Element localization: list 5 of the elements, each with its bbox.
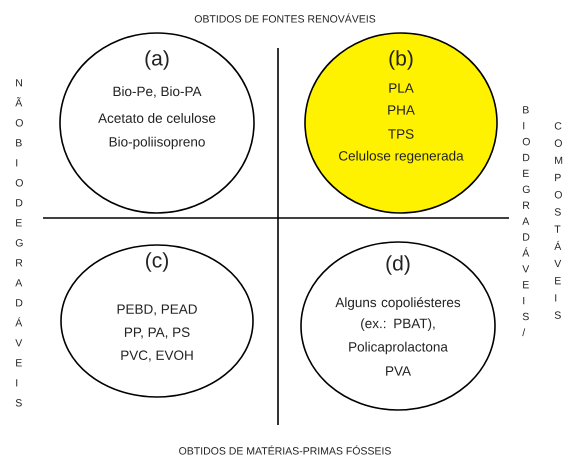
axis-label: OBTIDOS DE FONTES RENOVÁVEIS	[194, 13, 376, 23]
axis-label: NÃO BIODEGRADÁVEIS	[15, 79, 23, 407]
axis-label: BIODEGRADÁVEIS/	[522, 106, 530, 336]
axis-label: OBTIDOS DE MATÉRIAS-PRIMAS FÓSSEIS	[179, 445, 391, 455]
axis-label: COMPOSTÁVEIS	[554, 122, 562, 319]
